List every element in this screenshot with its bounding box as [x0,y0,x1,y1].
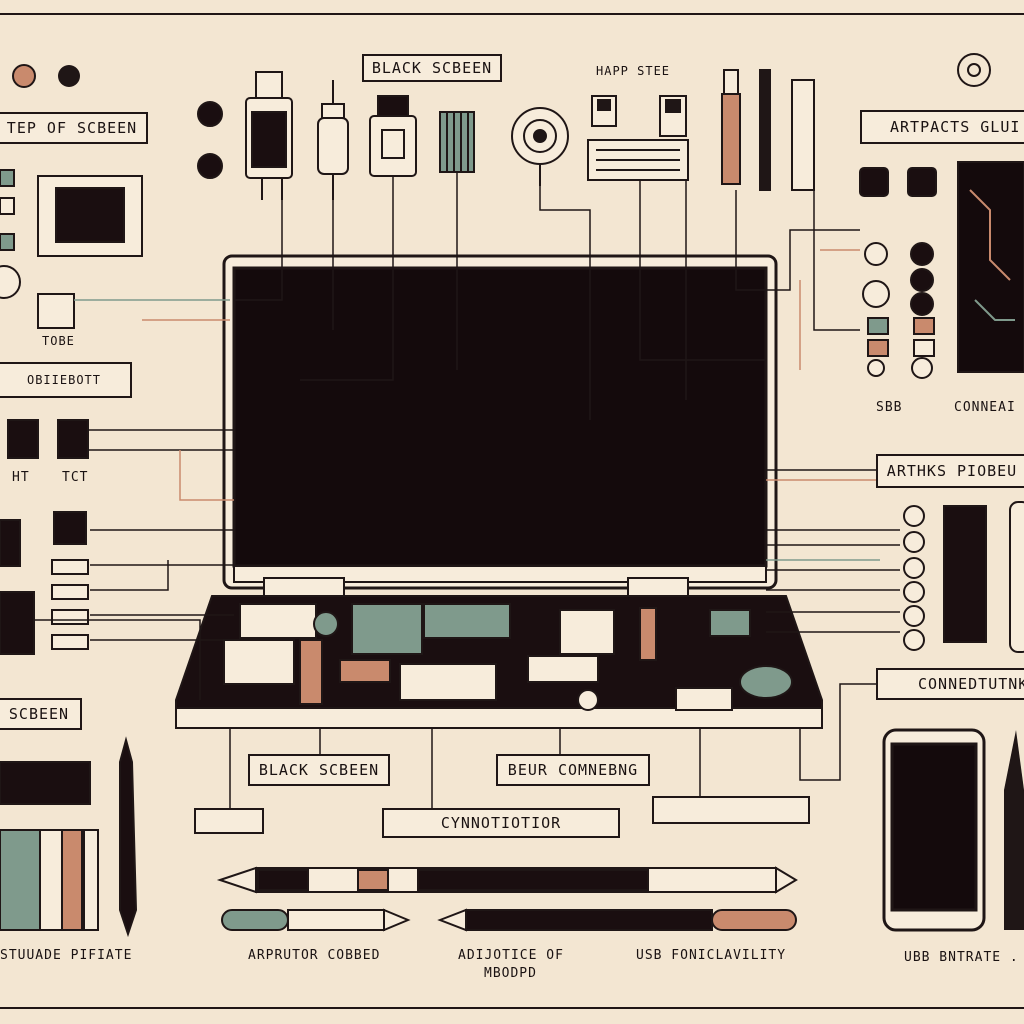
caption-1: STUUADE PIFIATE [0,948,133,963]
resistor-row-icon [51,559,89,650]
ic-chip-icon [943,505,987,643]
text-conneai: CONNEAI [954,400,1016,415]
caption-2: ARPRUTOR COBBED [248,948,381,963]
dot-terracotta-icon [12,64,36,88]
caption-3a: ADIJOTICE OF [458,948,564,963]
label-top-center: BLACK SCBEEN [362,54,502,82]
label-bottom-left-box: BLACK SCBEEN [248,754,390,786]
label-bottom-mid-box: BEUR COMNEBNG [496,754,650,786]
ring-column-icon [903,505,925,651]
label-left-mid: SCBEEN [0,698,82,730]
caption-3b: MBODPD [484,966,537,981]
text-sbb: SBB [876,400,903,415]
blank-box-left [194,808,264,834]
left-code-text: OBIIEBOTT [26,373,102,387]
text-happ-step: HAPP STEE [596,64,671,78]
label-top-left: TEP OF SCBEEN [0,112,148,144]
left-code-box: OBIIEBOTT [0,362,132,398]
audio-jack-icon [0,265,21,299]
caption-5: UBB BNTRATE . [904,950,1019,965]
label-right-lower: CONNEDTUTNK [876,668,1024,700]
laptop-motherboard [175,595,823,729]
striped-block-icon [0,761,99,931]
socket-column-icon [859,167,937,379]
circuit-board-icon [957,161,1024,373]
text-ht: HT [12,470,30,485]
label-bottom-center-box: CYNNOTIOTIOR [382,808,620,838]
dot-black-icon [58,65,80,87]
laptop-screen [222,254,778,590]
text-tobe: TOBE [42,334,75,348]
caption-4: USB FONICLAVILITY [636,948,787,963]
connector-plug-icon [317,80,349,200]
label-top-right: ARTPACTS GLUI [860,110,1024,144]
coil-icon [511,107,569,186]
ic-chip-icon [0,419,89,655]
pen-icon [721,69,815,191]
pen-icon [119,736,138,938]
hdmi-connector-icon [369,95,417,177]
ribbon-cable-icon [439,111,475,173]
label-right-mid: ARTHKS PIOBEU [876,454,1024,488]
smartphone-icon [882,728,986,932]
text-tct: TCT [62,470,89,485]
pen-icon [221,908,797,932]
blank-box-right [652,796,810,824]
port-row-icon [0,169,15,251]
pen-icon [1004,730,1024,930]
gear-icon [957,53,991,87]
usb-plug-icon [245,71,293,200]
tobe-icon [37,293,75,329]
pen-icon [216,866,798,894]
usb-plug-icon [587,95,689,181]
cpu-chip-icon [37,175,143,257]
